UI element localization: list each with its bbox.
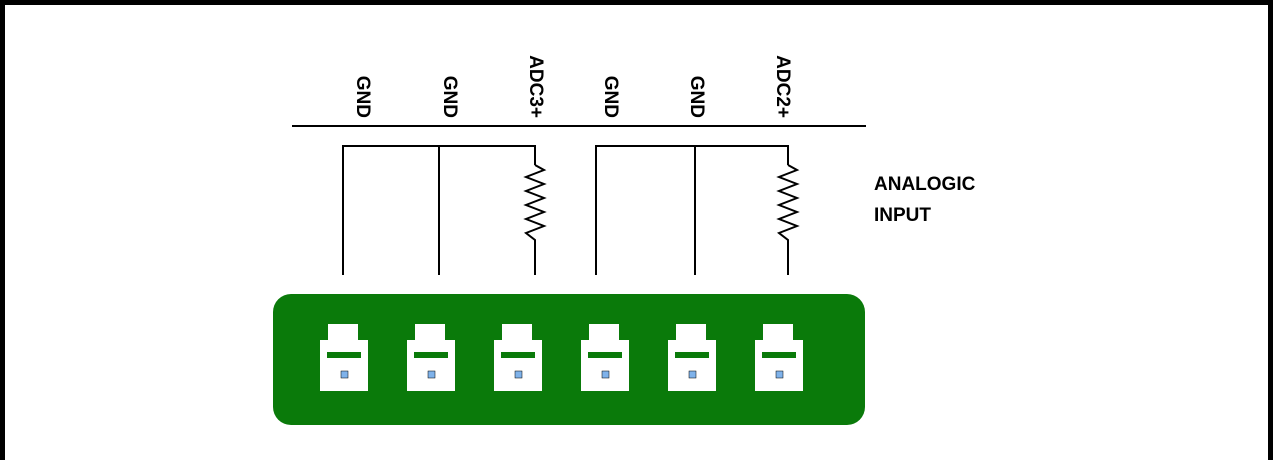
pin-label-1: GND bbox=[352, 76, 373, 118]
pin-label-4: GND bbox=[600, 76, 621, 118]
wiring-group-adc3 bbox=[342, 145, 547, 275]
pin-dot bbox=[775, 370, 784, 379]
side-label-line1: ANALOGIC bbox=[874, 174, 976, 195]
pin-dot bbox=[340, 370, 349, 379]
resistor-adc2 bbox=[776, 164, 800, 275]
terminal-6 bbox=[755, 324, 803, 391]
terminals bbox=[320, 324, 803, 391]
terminal-3 bbox=[494, 324, 542, 391]
pin-dot bbox=[514, 370, 523, 379]
pin-dot bbox=[688, 370, 697, 379]
terminal-4 bbox=[581, 324, 629, 391]
pin-labels: GND GND ADC3+ GND GND ADC2+ bbox=[352, 55, 793, 118]
pin-label-5: GND bbox=[686, 76, 707, 118]
wiring-group-adc2 bbox=[595, 145, 800, 275]
pin-dot bbox=[601, 370, 610, 379]
pin-label-3: ADC3+ bbox=[525, 55, 546, 118]
terminal-2 bbox=[407, 324, 455, 391]
terminal-5 bbox=[668, 324, 716, 391]
terminal-1 bbox=[320, 324, 368, 391]
pin-label-2: GND bbox=[439, 76, 460, 118]
wire-top-group-2 bbox=[595, 145, 789, 275]
side-label-line2: INPUT bbox=[874, 205, 931, 226]
pin-label-6: ADC2+ bbox=[772, 55, 793, 118]
resistor-adc3 bbox=[523, 164, 547, 275]
pin-dot bbox=[427, 370, 436, 379]
